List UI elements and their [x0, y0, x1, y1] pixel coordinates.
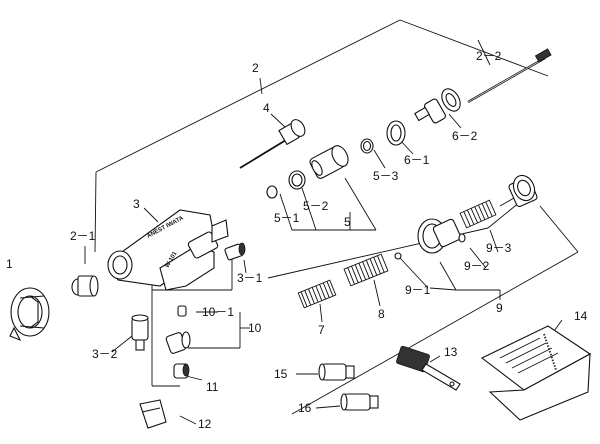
air-cap-part — [9, 287, 50, 342]
label-4: 4 — [263, 101, 270, 115]
label-9-3: 9－3 — [486, 241, 512, 255]
label-11: 11 — [206, 380, 219, 394]
label-6-1: 6－1 — [404, 153, 430, 167]
label-5-3: 5－3 — [373, 169, 399, 183]
label-1: 1 — [6, 257, 13, 271]
fluid-joint-part — [131, 314, 149, 351]
part-labels: 1 2 2－1 2－2 3 3－1 3－2 4 5 5－1 5－2 5－3 6－… — [6, 49, 588, 431]
cleaning-brush-part — [396, 345, 461, 391]
air-inlet-parts — [165, 305, 191, 379]
adjusting-valve-part — [239, 119, 306, 169]
instruction-manual-part — [480, 325, 592, 421]
label-3: 3 — [133, 197, 140, 211]
label-8: 8 — [378, 307, 385, 321]
label-2: 2 — [252, 61, 259, 75]
label-3-1: 3－1 — [237, 271, 263, 285]
label-15: 15 — [274, 367, 288, 381]
label-2-1: 2－1 — [70, 229, 96, 243]
spring-7-part — [297, 279, 337, 309]
label-10-1: 10－1 — [202, 305, 234, 319]
label-9-2: 9－2 — [464, 259, 490, 273]
label-5-2: 5－2 — [303, 199, 329, 213]
label-9: 9 — [496, 301, 503, 315]
label-9-1: 9－1 — [405, 283, 431, 297]
fluid-nozzle-part — [71, 275, 99, 297]
label-14: 14 — [574, 309, 588, 323]
label-10: 10 — [248, 321, 262, 335]
label-5-1: 5－1 — [274, 211, 300, 225]
needle-part — [467, 48, 552, 103]
label-6-2: 6－2 — [452, 129, 478, 143]
label-2-2: 2－2 — [476, 49, 502, 63]
label-3-2: 3－2 — [92, 347, 118, 361]
label-7: 7 — [318, 323, 325, 337]
label-16: 16 — [298, 401, 312, 415]
label-12: 12 — [198, 417, 212, 431]
needle-packing-part — [386, 88, 461, 146]
air-valve-fitting-part — [224, 242, 246, 261]
spring-8-part — [343, 253, 389, 287]
fluid-adjusting-part — [394, 174, 538, 260]
gun-body-part: ANEST IWATA W-101 — [107, 209, 229, 291]
pattern-valve-part — [266, 138, 374, 199]
label-5: 5 — [344, 215, 351, 229]
gun-hook-part — [139, 399, 167, 429]
label-13: 13 — [444, 345, 458, 359]
joint-parts — [318, 363, 379, 411]
